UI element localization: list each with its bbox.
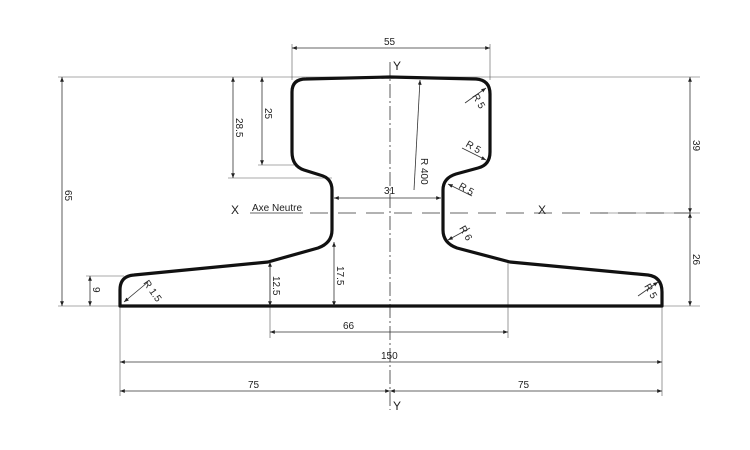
dim-total-height: 65	[62, 190, 73, 202]
radius-head-top: R 5	[469, 92, 487, 111]
extension-lines	[58, 44, 700, 396]
dim-head-depth-inner: 25	[262, 108, 273, 120]
dim-web-width: 31	[384, 186, 396, 197]
dim-foot-width: 150	[381, 351, 398, 362]
radius-head-under: R 5	[464, 139, 483, 157]
dim-web-base: 17.5	[334, 266, 345, 286]
dim-foot-mid: 12.5	[270, 276, 281, 296]
dim-half-right: 75	[518, 380, 530, 391]
radius-web-bottom: R 6	[456, 224, 474, 243]
y-axis-label-top: Y	[393, 59, 401, 73]
dim-upper-to-axis: 39	[690, 140, 701, 152]
dim-head-width: 55	[384, 37, 396, 48]
radius-web-top: R 5	[457, 181, 476, 199]
dimension-lines	[60, 46, 692, 393]
x-axis-label-right: X	[538, 203, 546, 217]
dim-half-left: 75	[248, 380, 260, 391]
radius-foot-right: R 5	[641, 282, 659, 301]
rail-profile-outline	[118, 75, 664, 308]
dim-foot-edge: 9	[90, 287, 101, 293]
dim-lower-to-axis: 26	[690, 254, 701, 266]
radius-foot-left: R 1.5	[141, 278, 164, 304]
neutral-axis-label: Axe Neutre	[252, 203, 302, 214]
dim-foot-flat: 66	[343, 321, 355, 332]
dim-head-depth-outer: 28.5	[233, 118, 244, 138]
x-axis-label-left: X	[231, 203, 239, 217]
y-axis-label-bottom: Y	[393, 399, 401, 413]
dim-crown-radius: R 400	[418, 158, 429, 185]
